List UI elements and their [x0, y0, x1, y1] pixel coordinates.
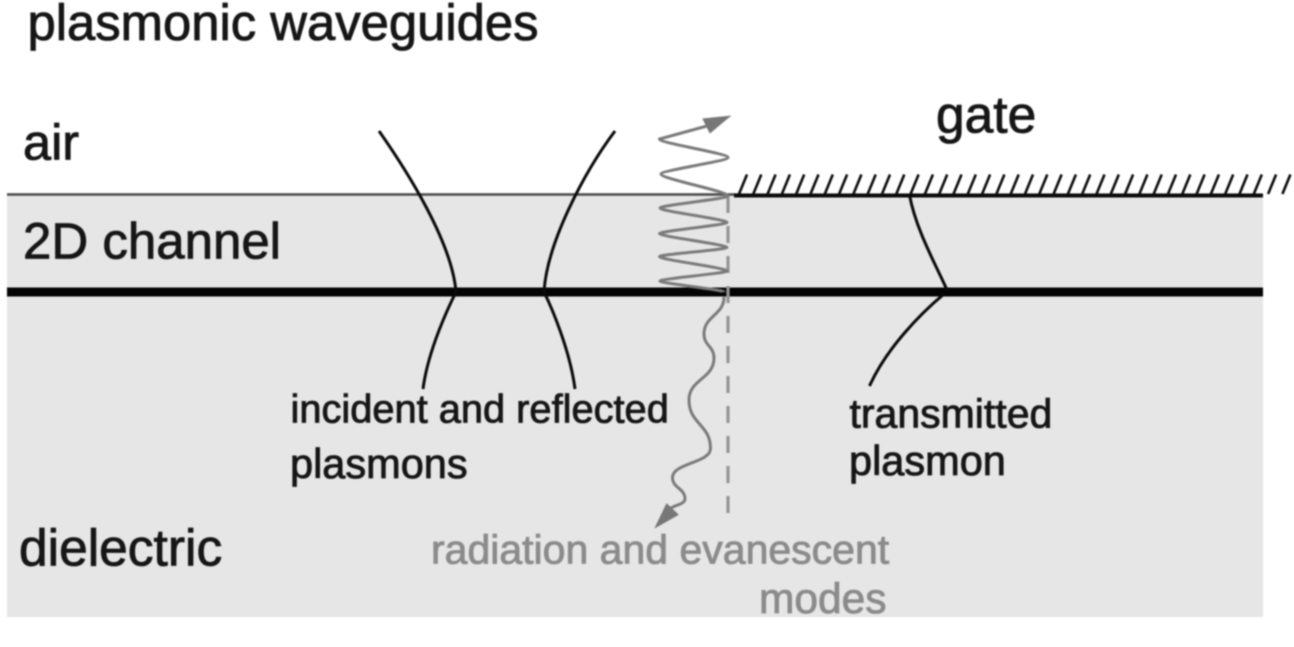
svg-text:dielectric: dielectric: [19, 519, 222, 577]
svg-text:modes: modes: [759, 576, 887, 623]
svg-text:plasmon: plasmon: [849, 437, 1006, 484]
svg-text:transmitted: transmitted: [850, 391, 1053, 437]
svg-text:plasmonic waveguides: plasmonic waveguides: [28, 0, 539, 51]
svg-text:incident and reflected: incident and reflected: [291, 388, 669, 432]
svg-text:2D channel: 2D channel: [23, 213, 281, 270]
svg-text:gate: gate: [936, 85, 1036, 143]
svg-text:radiation and evanescent: radiation and evanescent: [431, 527, 890, 573]
svg-text:air: air: [23, 114, 79, 171]
svg-text:plasmons: plasmons: [290, 440, 468, 487]
